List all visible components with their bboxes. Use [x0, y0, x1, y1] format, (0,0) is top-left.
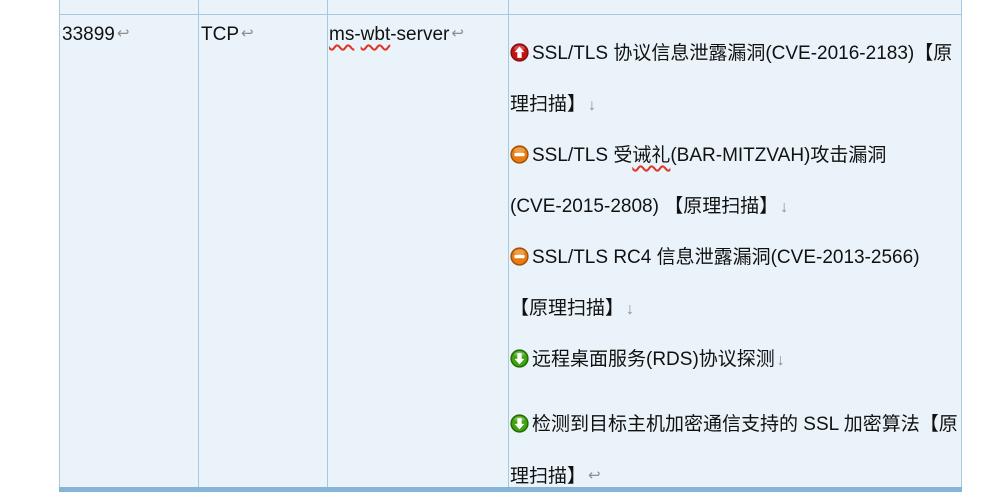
table-border-left [59, 0, 60, 487]
vulnerability-item-wrap: 理扫描】↩ [510, 450, 962, 493]
paragraph-mark: ↩ [241, 25, 254, 42]
table-border-col2 [327, 0, 328, 487]
severity-medium-icon [510, 247, 529, 266]
line-break-mark: ↓ [588, 97, 597, 114]
vulnerability-text: (CVE-2015-2808) 【原理扫描】 [510, 196, 779, 217]
paragraph-mark: ↩ [588, 467, 601, 484]
row-separator-border [59, 14, 962, 15]
vulnerability-item: SSL/TLS RC4 信息泄露漏洞(CVE-2013-2566) [510, 232, 962, 283]
vulnerability-text: SSL/TLS 协议信息泄露漏洞(CVE-2016-2183)【原 [532, 43, 953, 64]
protocol-cell[interactable]: TCP↩ [201, 24, 254, 46]
table-background [59, 0, 962, 492]
table-border-col3 [508, 0, 509, 487]
vulnerability-item: 检测到目标主机加密通信支持的 SSL 加密算法【原 [510, 399, 962, 450]
service-cell[interactable]: ms-wbt-server↩ [329, 24, 464, 46]
vulnerability-item-wrap: (CVE-2015-2808) 【原理扫描】↓ [510, 181, 962, 232]
vulnerability-text: SSL/TLS RC4 信息泄露漏洞(CVE-2013-2566) [532, 247, 920, 268]
vulnerability-item: SSL/TLS 协议信息泄露漏洞(CVE-2016-2183)【原 [510, 28, 962, 79]
severity-high-icon [510, 43, 529, 62]
severity-low-icon [510, 349, 529, 368]
vulnerability-text: SSL/TLS 受 [532, 145, 633, 166]
line-break-mark: ↓ [780, 199, 789, 216]
table-border-col1 [198, 0, 199, 487]
protocol-value: TCP [201, 24, 239, 45]
table-bottom-border [59, 487, 962, 492]
vulnerabilities-cell[interactable]: SSL/TLS 协议信息泄露漏洞(CVE-2016-2183)【原 理扫描】↓ … [510, 15, 962, 493]
vulnerability-text: 理扫描】 [510, 466, 587, 487]
paragraph-mark: ↩ [451, 25, 464, 42]
vulnerability-text: 理扫描】 [510, 94, 587, 115]
vulnerability-item-wrap: 【原理扫描】↓ [510, 283, 962, 334]
port-cell[interactable]: 33899↩ [62, 24, 129, 46]
line-break-mark: ↓ [626, 301, 635, 318]
paragraph-mark: ↩ [116, 25, 130, 42]
table-border-right [961, 0, 962, 487]
vulnerability-item: SSL/TLS 受诫礼(BAR-MITZVAH)攻击漏洞 [510, 130, 962, 181]
service-value-part: - [354, 24, 361, 45]
port-value: 33899 [62, 24, 115, 45]
line-break-mark: ↓ [776, 352, 785, 369]
service-value-part: ms [329, 24, 355, 45]
vulnerability-text: 检测到目标主机加密通信支持的 SSL 加密算法【原 [532, 414, 958, 435]
service-value-part: -server [390, 24, 450, 45]
vulnerability-text: (BAR-MITZVAH)攻击漏洞 [670, 145, 887, 166]
vulnerability-text: 【原理扫描】 [510, 298, 625, 319]
vulnerability-text-misspelled: 诫礼 [632, 145, 671, 166]
vulnerability-text: 远程桌面服务(RDS)协议探测 [532, 349, 775, 370]
severity-medium-icon [510, 145, 529, 164]
severity-low-icon [510, 414, 529, 433]
vulnerability-item: 远程桌面服务(RDS)协议探测↓ [510, 334, 962, 385]
service-value-part: wbt [360, 24, 391, 45]
vulnerability-item-wrap: 理扫描】↓ [510, 79, 962, 130]
